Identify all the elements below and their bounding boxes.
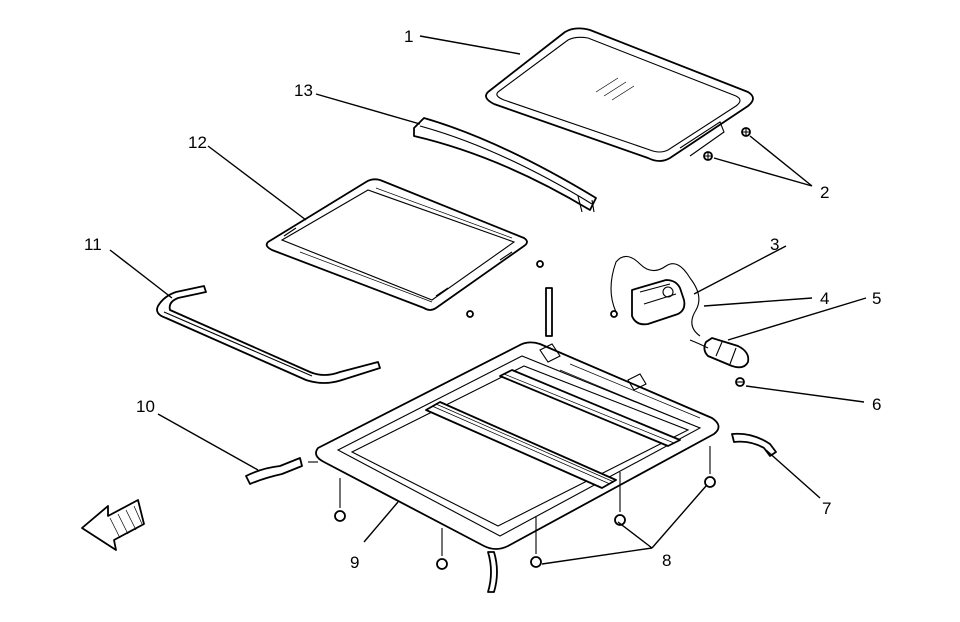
wind-deflector — [413, 117, 597, 213]
sunshade — [265, 178, 544, 318]
housing-bolts — [334, 446, 716, 570]
callout-12: 12 — [188, 133, 207, 152]
leader-lines — [109, 35, 867, 565]
rear-drain-hose — [731, 432, 777, 457]
callout-7: 7 — [822, 499, 831, 518]
drain-tube-rear — [487, 551, 498, 593]
front-direction-arrow-icon — [81, 499, 145, 551]
front-drain-hose — [245, 457, 318, 485]
drain-tube-center — [545, 287, 553, 337]
bolt-3 — [530, 516, 542, 568]
glass-screws — [703, 127, 751, 161]
glass-panel — [485, 27, 754, 162]
callout-labels: 1 2 3 4 5 6 7 8 9 10 11 12 13 — [84, 27, 881, 572]
sunroof-housing — [315, 341, 720, 550]
bolt-1 — [334, 478, 346, 522]
bolt-5 — [704, 446, 716, 488]
bolt-4 — [614, 472, 626, 526]
callout-5: 5 — [872, 289, 881, 308]
callout-8: 8 — [662, 551, 671, 570]
front-seal-rail — [156, 285, 381, 384]
sunroof-motor — [610, 255, 701, 337]
callout-1: 1 — [404, 27, 413, 46]
callout-6: 6 — [872, 395, 881, 414]
callout-11: 11 — [84, 235, 102, 254]
motor-connector — [689, 337, 750, 369]
connector-screw — [735, 377, 745, 387]
callout-10: 10 — [136, 397, 155, 416]
callout-4: 4 — [820, 289, 829, 308]
bolt-2 — [436, 528, 448, 570]
callout-3: 3 — [770, 235, 779, 254]
callout-9: 9 — [350, 553, 359, 572]
callout-13: 13 — [294, 81, 313, 100]
callout-2: 2 — [820, 183, 829, 202]
